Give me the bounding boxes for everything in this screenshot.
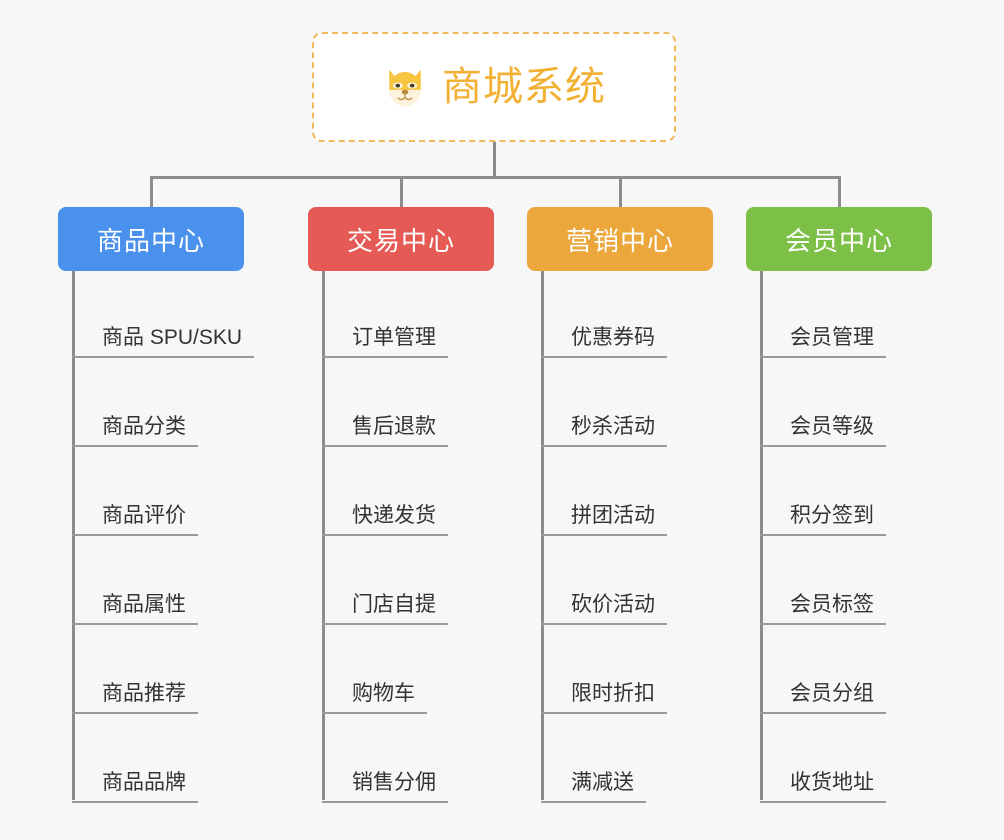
- root-title: 商城系统: [442, 65, 606, 109]
- leaf-label: 优惠券码: [541, 326, 667, 359]
- dog-face-icon: [389, 69, 421, 107]
- category-box-2[interactable]: 交易中心: [308, 207, 494, 271]
- connector-drop-1: [150, 176, 153, 207]
- connector-drop-2: [400, 176, 403, 207]
- leaf-label: 售后退款: [322, 415, 448, 448]
- category-box-1[interactable]: 商品中心: [58, 207, 244, 271]
- leaf-label: 会员分组: [760, 682, 886, 715]
- category-label: 会员中心: [784, 225, 893, 256]
- leaf-list: 订单管理售后退款快递发货门店自提购物车销售分佣: [308, 271, 494, 804]
- connector-horizontal-bus: [150, 176, 840, 179]
- leaf-label: 商品属性: [72, 593, 198, 626]
- category-column-2: 交易中心订单管理售后退款快递发货门店自提购物车销售分佣: [308, 207, 494, 804]
- root-node[interactable]: 商城系统: [312, 32, 676, 142]
- leaf-label: 会员管理: [760, 326, 886, 359]
- category-box-3[interactable]: 营销中心: [527, 207, 713, 271]
- leaf-list: 优惠券码秒杀活动拼团活动砍价活动限时折扣满减送: [527, 271, 713, 804]
- category-column-4: 会员中心会员管理会员等级积分签到会员标签会员分组收货地址: [746, 207, 932, 804]
- leaf-label: 砍价活动: [541, 593, 667, 626]
- leaf-label: 商品 SPU/SKU: [72, 326, 255, 359]
- leaf-label: 销售分佣: [322, 771, 448, 804]
- leaf-label: 收货地址: [760, 771, 886, 804]
- leaf-label: 限时折扣: [541, 682, 667, 715]
- leaf-label: 积分签到: [760, 504, 886, 537]
- connector-drop-3: [619, 176, 622, 207]
- leaf-label: 商品品牌: [72, 771, 198, 804]
- leaf-label: 订单管理: [322, 326, 448, 359]
- leaf-label: 会员标签: [760, 593, 886, 626]
- leaf-label: 秒杀活动: [541, 415, 667, 448]
- leaf-label: 拼团活动: [541, 504, 667, 537]
- connector-drop-4: [838, 176, 841, 207]
- leaf-label: 门店自提: [322, 593, 448, 626]
- leaf-list: 商品 SPU/SKU 商品分类商品评价商品属性商品推荐商品品牌: [58, 271, 255, 804]
- leaf-label: 商品推荐: [72, 682, 198, 715]
- leaf-list: 会员管理会员等级积分签到会员标签会员分组收货地址: [746, 271, 932, 804]
- category-label: 营销中心: [565, 225, 674, 256]
- category-column-1: 商品中心商品 SPU/SKU 商品分类商品评价商品属性商品推荐商品品牌: [58, 207, 255, 804]
- leaf-label: 商品评价: [72, 504, 198, 537]
- leaf-label: 商品分类: [72, 415, 198, 448]
- leaf-label: 快递发货: [322, 504, 448, 537]
- category-box-4[interactable]: 会员中心: [746, 207, 932, 271]
- connector-root-stem: [493, 142, 496, 178]
- leaf-label: 会员等级: [760, 415, 886, 448]
- category-column-3: 营销中心优惠券码秒杀活动拼团活动砍价活动限时折扣满减送: [527, 207, 713, 804]
- leaf-label: 满减送: [541, 771, 646, 804]
- leaf-label: 购物车: [322, 682, 427, 715]
- category-label: 交易中心: [346, 225, 455, 256]
- category-label: 商品中心: [96, 225, 205, 256]
